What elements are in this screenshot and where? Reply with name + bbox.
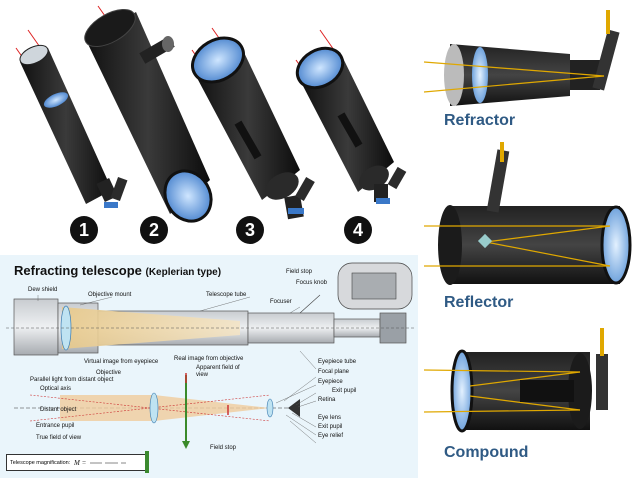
telescope-number-4: 4	[344, 216, 372, 244]
reflector-label: Reflector	[444, 294, 514, 311]
label-distant-object: Distant object	[40, 407, 77, 413]
callout-leaders	[37, 295, 317, 444]
telescope-types-illustration	[423, 10, 632, 433]
label-telescope-tube: Telescope tube	[206, 292, 247, 298]
label-field-stop-bottom: Field stop	[210, 445, 237, 451]
label-eye-relief: Eye relief	[318, 433, 344, 439]
compound-illustration	[423, 328, 608, 433]
telescope-4-compound	[295, 46, 407, 204]
label-focus-knob: Focus knob	[296, 280, 328, 286]
label-eyepiece-tube: Eyepiece tube	[318, 359, 357, 365]
label-objective: Objective	[96, 370, 122, 376]
label-optical-axis: Optical axis	[40, 386, 72, 392]
magnification-label: Telescope magnification:	[10, 459, 71, 466]
telescope-types-panel: Refractor Reflector Compound	[420, 0, 638, 478]
keplerian-diagram-panel: Refracting telescope (Keplerian type)	[0, 255, 418, 478]
keplerian-telescope-drawing	[6, 262, 414, 449]
objective-lens-ray	[149, 392, 159, 424]
eyepiece-lens-ray	[266, 398, 274, 418]
label-parallel-light: Parallel light from distant object	[30, 377, 114, 383]
label-true-fov: True field of view	[36, 435, 82, 441]
label-real-image: Real image from objective	[174, 356, 244, 362]
label-eyepiece: Eyepiece	[318, 379, 343, 385]
label-entrance-pupil: Entrance pupil	[36, 423, 75, 429]
refractor-illustration	[423, 10, 620, 106]
telescope-3-compound	[191, 36, 315, 220]
ray-bundle	[60, 395, 270, 421]
diagram-title-main: Refracting telescope	[14, 263, 142, 278]
telescope-number-1: 1	[70, 216, 98, 244]
telescope-number-3: 3	[236, 216, 264, 244]
incoming-light-rays	[15, 5, 335, 81]
telescope-cutaways-illustration	[15, 5, 407, 223]
label-exit-pupil-top: Exit pupil	[332, 388, 357, 394]
label-focal-plane: Focal plane	[318, 369, 350, 375]
label-exit-pupil-bottom: Exit pupil	[318, 424, 343, 430]
label-focuser: Focuser	[270, 299, 292, 305]
label-eye-lens: Eye lens	[318, 415, 342, 421]
label-apparent-fov: Apparent field of view	[196, 365, 240, 378]
telescope-cutaways-panel: 1 2 3 4	[0, 0, 420, 250]
reflector-illustration	[424, 142, 632, 285]
diagram-title: Refracting telescope (Keplerian type)	[14, 263, 221, 278]
telescope-number-2: 2	[140, 216, 168, 244]
label-objective-mount: Objective mount	[88, 292, 132, 298]
svg-text:M =: M =	[74, 459, 87, 467]
diagram-subtitle: (Keplerian type)	[145, 267, 222, 278]
telescope-2-reflector	[84, 8, 213, 223]
label-virtual-image: Virtual image from eyepiece	[84, 359, 159, 365]
eye-shape	[288, 399, 300, 417]
magnification-formula-box: Telescope magnification: M =	[6, 451, 149, 473]
telescope-1-refractor	[19, 44, 128, 208]
label-dew-shield: Dew shield	[28, 287, 58, 293]
label-field-stop-top: Field stop	[286, 269, 313, 275]
magnification-formula-graphic: M =	[74, 459, 127, 467]
formula-accent-bar	[145, 451, 149, 473]
label-retina: Retina	[318, 397, 336, 403]
compound-label: Compound	[444, 444, 529, 461]
dew-shield-shape	[13, 298, 59, 356]
refractor-label: Refractor	[444, 112, 516, 129]
